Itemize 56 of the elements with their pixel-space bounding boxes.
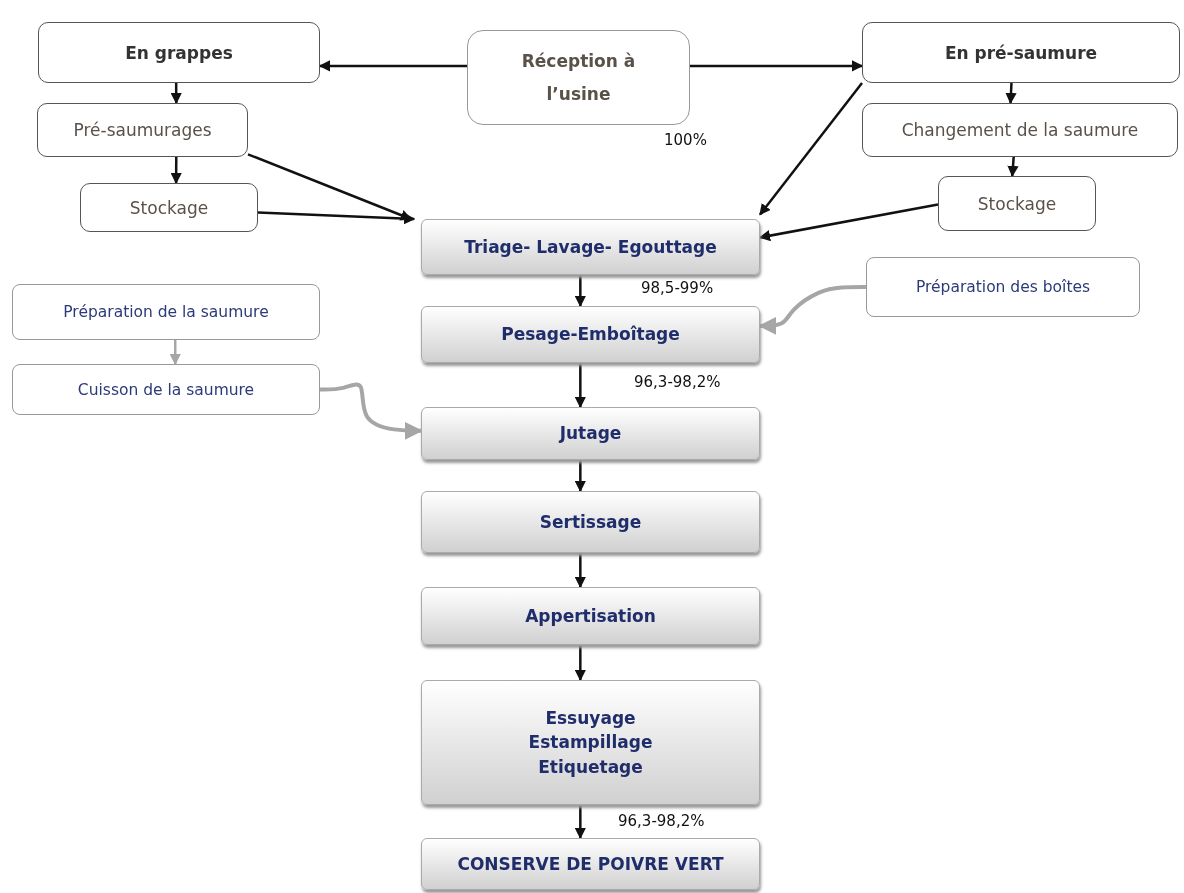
step-box <box>38 22 320 83</box>
step-box <box>80 183 258 232</box>
step-text: Stockage <box>976 193 1058 214</box>
arrow <box>170 157 182 185</box>
step-text: Jutage <box>557 422 623 446</box>
step-box <box>467 30 690 125</box>
step-text: Réception à l’usine <box>520 50 637 106</box>
percentage-label: 96,3-98,2% <box>634 373 721 391</box>
process-box <box>421 587 760 645</box>
arrow <box>318 60 467 72</box>
arrow <box>759 82 863 216</box>
step-text: Appertisation <box>524 604 657 628</box>
arrow <box>257 211 416 225</box>
step-text: Stockage <box>128 197 210 218</box>
percentage-label: 98,5-99% <box>641 279 714 297</box>
curved-arrow <box>758 285 866 335</box>
step-text: En grappes <box>124 42 234 63</box>
arrow <box>574 645 586 682</box>
step-text: Cuisson de la saumure <box>76 380 256 399</box>
percentage-label: 96,3-98,2% <box>618 812 705 830</box>
step-text: En pré-saumure <box>943 42 1099 63</box>
step-text: Pesage-Emboîtage <box>500 323 681 347</box>
arrow <box>1005 82 1017 105</box>
arrow <box>690 60 864 72</box>
step-text: Préparation de la saumure <box>62 303 270 321</box>
arrow <box>574 805 586 840</box>
process-box <box>421 491 760 553</box>
step-text: Triage- Lavage- Egouttage <box>463 235 718 259</box>
step-text: CONSERVE DE POIVRE VERT <box>456 852 725 876</box>
curved-arrow <box>320 382 423 440</box>
step-box <box>866 257 1140 317</box>
step-box <box>12 364 320 415</box>
arrow <box>574 553 586 589</box>
step-text: Pré-saumurages <box>72 120 213 140</box>
step-text: Changement de la saumure <box>900 120 1140 140</box>
percentage-label: 100% <box>664 131 707 149</box>
step-text: Préparation des boîtes <box>914 278 1092 296</box>
arrow <box>1007 156 1019 178</box>
arrow <box>574 363 586 409</box>
step-box <box>12 284 320 340</box>
process-box <box>421 306 760 363</box>
step-text: Essuyage Estampillage Etiquetage <box>527 706 654 779</box>
step-box <box>37 103 248 157</box>
arrow <box>574 460 586 493</box>
step-box <box>862 103 1178 157</box>
process-box <box>421 838 760 890</box>
process-box <box>421 407 760 460</box>
process-box <box>421 680 760 805</box>
arrow <box>758 203 939 242</box>
step-text: Sertissage <box>538 510 643 534</box>
process-box <box>421 219 760 275</box>
step-box <box>862 22 1180 83</box>
arrow <box>574 275 586 308</box>
arrow <box>170 83 182 105</box>
step-box <box>938 176 1096 231</box>
curved-arrow <box>169 340 181 366</box>
